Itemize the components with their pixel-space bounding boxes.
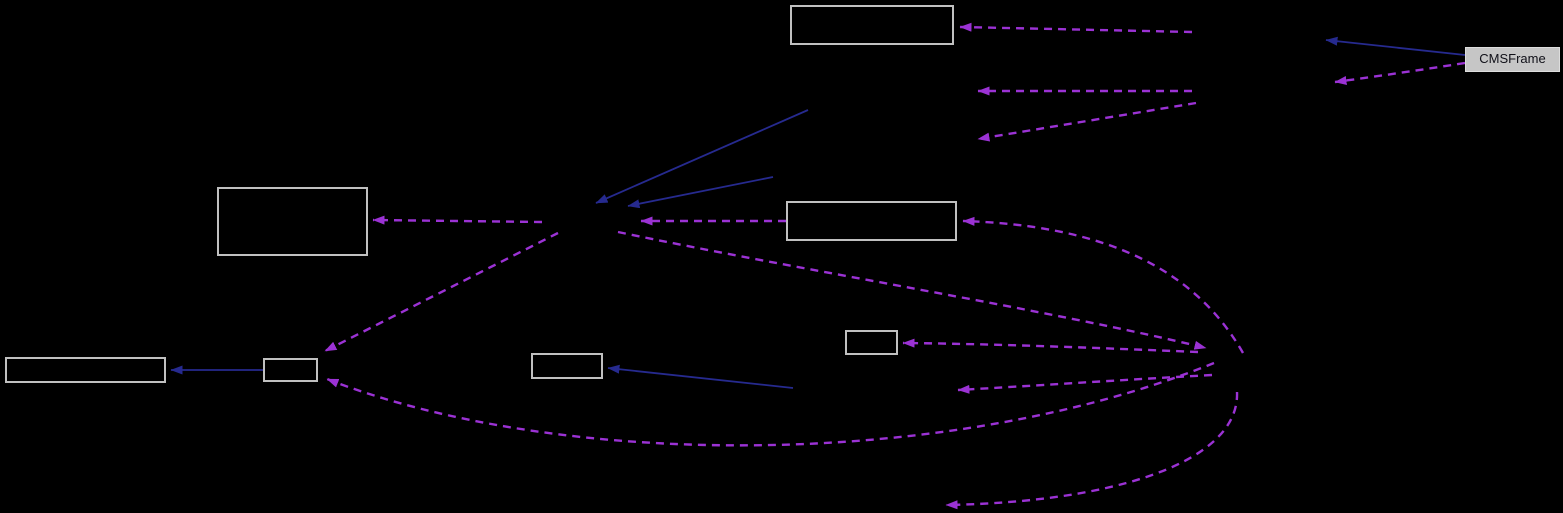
usage-edge-cmsframe-to-hidden-member <box>1334 61 1466 85</box>
node-box-small-center-right[interactable] <box>845 330 898 355</box>
node-box-small-bottom-left[interactable] <box>263 358 318 382</box>
node-cmsframe-label: CMSFrame <box>1479 51 1546 66</box>
usage-edge-center-hidden-to-bottom-small-box <box>324 231 559 353</box>
usage-edge-hub-to-bottom-edge-hidden <box>945 391 1239 510</box>
usage-edge-hub-sweep-to-bottom-small-box <box>326 361 1215 447</box>
inheritance-edge-upper-to-center-hidden-1 <box>595 109 809 204</box>
usage-edge-center-hidden-to-left-box <box>372 215 543 225</box>
node-box-left[interactable] <box>217 187 368 256</box>
inheritance-edge-upper-to-center-hidden-2 <box>627 176 774 209</box>
node-box-top-center[interactable] <box>790 5 954 45</box>
usage-edge-hub-to-bottom-hidden <box>957 373 1213 394</box>
node-cmsframe[interactable]: CMSFrame <box>1465 47 1560 72</box>
usage-edge-hub-to-center-box <box>962 216 1245 354</box>
usage-edge-hidden-member-to-hidden-2 <box>977 101 1197 142</box>
node-box-wide-bottom-left[interactable] <box>5 357 166 383</box>
usage-edge-hub-to-small-center-right-box <box>902 338 1199 354</box>
usage-edge-hidden-base-to-top-box <box>959 22 1193 34</box>
inheritance-edge-cmsframe-to-hidden-base <box>1325 36 1466 56</box>
node-box-small-center[interactable] <box>531 353 603 379</box>
inheritance-edge-hidden-to-box-small-center <box>607 364 794 389</box>
usage-edge-center-hidden-to-hub <box>617 230 1207 350</box>
node-box-center[interactable] <box>786 201 957 241</box>
